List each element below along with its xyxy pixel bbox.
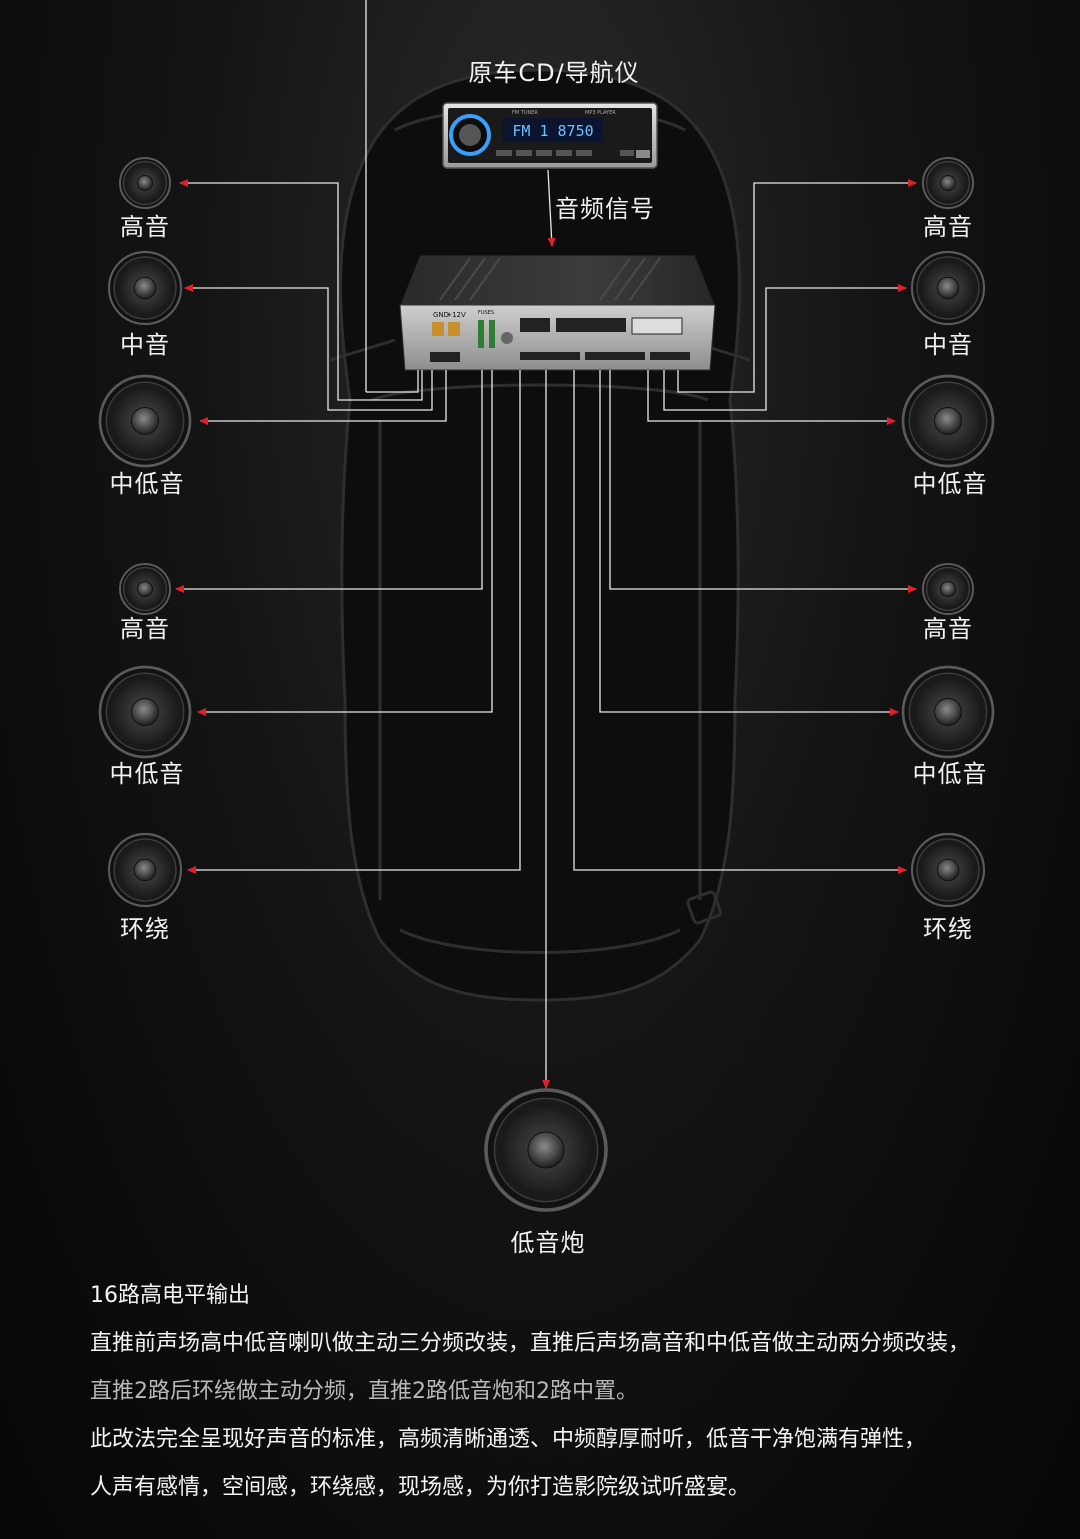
- speaker-label-right-midbass-front: 中低音: [912, 470, 988, 498]
- speaker-label-right-mid: 中音: [923, 331, 973, 359]
- speaker-right-tweeter-rear-icon: [922, 563, 974, 615]
- speaker-left-tweeter-rear-icon: [119, 563, 171, 615]
- speaker-right-midbass-front-icon: [901, 374, 995, 468]
- speaker-label-left-tweeter-front: 高音: [120, 213, 170, 241]
- speaker-right-mid-icon: [910, 250, 986, 326]
- speaker-right-surround-icon: [910, 832, 986, 908]
- head-unit-display: FM 1 8750: [512, 122, 593, 140]
- speaker-label-right-tweeter-front: 高音: [923, 213, 973, 241]
- svg-text:FUSES: FUSES: [478, 310, 494, 316]
- wire-right-mid: [663, 284, 907, 411]
- svg-text:MP3 PLAYER: MP3 PLAYER: [585, 110, 616, 116]
- signal-line: [547, 169, 556, 247]
- description: 16路高电平输出 直推前声场高中低音喇叭做主动三分频改装，直推后声场高音和中低音…: [90, 1272, 1050, 1512]
- wiring-lines: [175, 0, 917, 1089]
- speaker-left-tweeter-front-icon: [119, 157, 171, 209]
- svg-text:GND: GND: [433, 311, 449, 319]
- wire-left-tweeter-rear: [175, 370, 483, 593]
- speaker-subwoofer-icon: [484, 1088, 608, 1212]
- svg-text:+12V: +12V: [446, 311, 466, 319]
- wire-right-tweeter-rear: [609, 370, 917, 593]
- speaker-left-surround-icon: [107, 832, 183, 908]
- wire-left-tweeter-front: [179, 179, 423, 401]
- description-line-3: 此改法完全呈现好声音的标准，高频清晰通透、中频醇厚耐听，低音干净饱满有弹性，: [90, 1427, 927, 1452]
- wire-right-surround: [573, 370, 907, 874]
- signal-label: 音频信号: [555, 195, 655, 223]
- speaker-label-right-tweeter-rear: 高音: [923, 615, 973, 643]
- speaker-left-mid-icon: [107, 250, 183, 326]
- speaker-right-tweeter-front-icon: [922, 157, 974, 209]
- speaker-right-midbass-rear-icon: [901, 665, 995, 759]
- description-line-2: 直推2路后环绕做主动分频，直推2路低音炮和2路中置。: [90, 1379, 638, 1404]
- wire-right-tweeter-front: [677, 179, 917, 393]
- speaker-label-left-midbass-front: 中低音: [109, 470, 185, 498]
- wire-left-surround: [187, 370, 521, 874]
- wire-right-midbass-front: [647, 370, 896, 425]
- head-unit-label: 原车CD/导航仪: [468, 59, 640, 87]
- wire-left-midbass-front: [199, 370, 447, 425]
- speaker-label-left-tweeter-rear: 高音: [120, 615, 170, 643]
- speaker-left-midbass-front-icon: [98, 374, 192, 468]
- wire-left-mid: [184, 284, 433, 411]
- amplifier: GND +12V FUSES: [399, 254, 716, 371]
- speaker-left-midbass-rear-icon: [98, 665, 192, 759]
- head-unit: FM 1 8750 FM TUNER MP3 PLAYER: [442, 102, 658, 169]
- wire-left-midbass-rear: [197, 370, 493, 716]
- wire-right-midbass-rear: [599, 370, 899, 716]
- speaker-label-left-mid: 中音: [120, 331, 170, 359]
- speaker-label-left-surround: 环绕: [120, 915, 170, 943]
- description-line-4: 人声有感情，空间感，环绕感，现场感，为你打造影院级试听盛宴。: [90, 1475, 751, 1500]
- speaker-label-right-surround: 环绕: [923, 915, 973, 943]
- speaker-label-left-midbass-rear: 中低音: [109, 760, 185, 788]
- svg-text:FM TUNER: FM TUNER: [512, 110, 538, 116]
- subwoofer-label: 低音炮: [510, 1229, 586, 1257]
- description-title: 16路高电平输出: [90, 1283, 250, 1308]
- speaker-label-right-midbass-rear: 中低音: [912, 760, 988, 788]
- description-line-1: 直推前声场高中低音喇叭做主动三分频改装，直推后声场高音和中低音做主动两分频改装，: [90, 1331, 971, 1356]
